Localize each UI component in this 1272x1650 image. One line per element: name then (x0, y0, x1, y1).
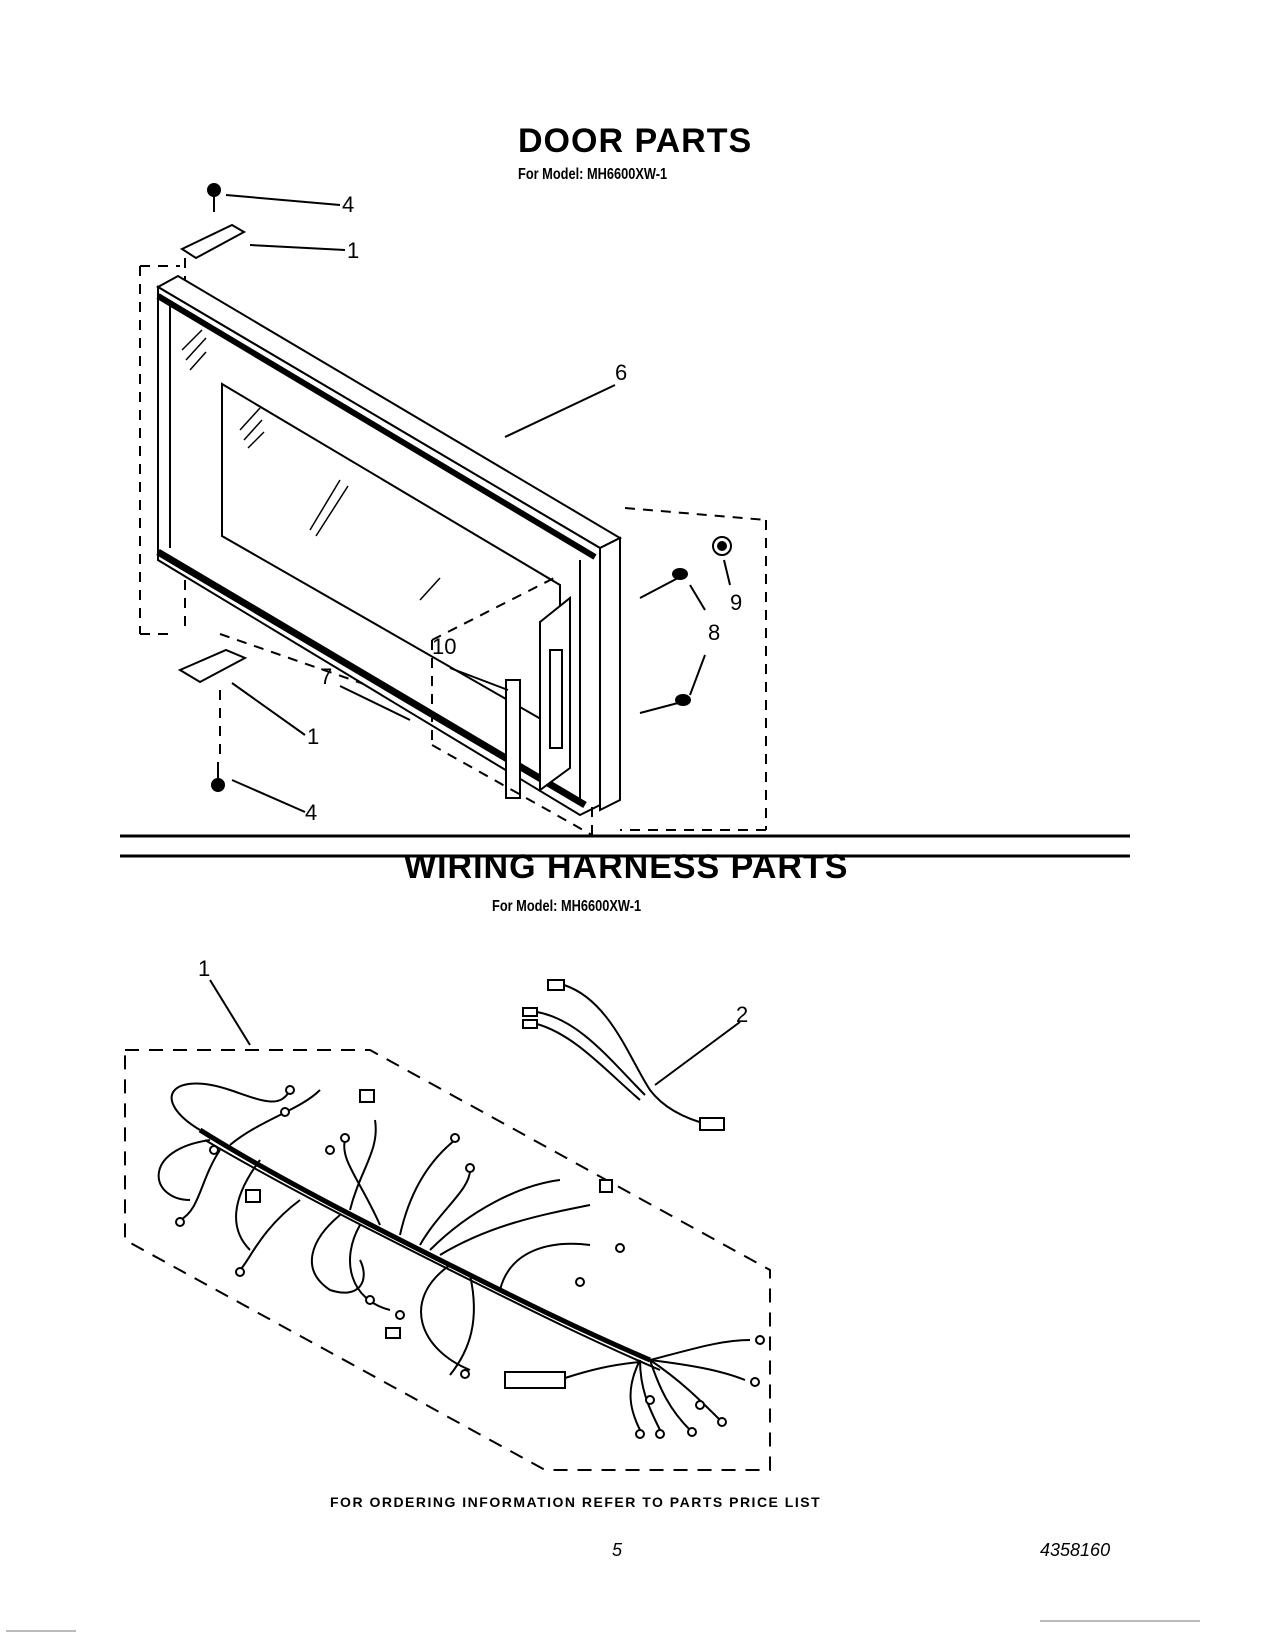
door-parts-model: For Model: MH6600XW-1 (518, 166, 668, 183)
wiring-harness-model: For Model: MH6600XW-1 (492, 898, 642, 915)
wiring-harness-title: WIRING HARNESS PARTS (404, 848, 849, 886)
ordering-info-note: FOR ORDERING INFORMATION REFER TO PARTS … (330, 1494, 822, 1510)
callout-1-top: 1 (347, 238, 360, 263)
part-number: 4358160 (1040, 1540, 1111, 1560)
wire-harness-small (522, 979, 725, 1131)
door-parts-title: DOOR PARTS (518, 122, 753, 160)
door-screw (675, 694, 691, 706)
handle-insert (505, 679, 521, 799)
callout-1-bottom: 1 (307, 724, 320, 749)
callout-7: 7 (320, 664, 333, 689)
callout-10: 10 (432, 634, 457, 659)
bottom-hinge (177, 648, 248, 684)
top-hinge-screw (207, 183, 221, 212)
wire-harness-main (157, 1082, 765, 1439)
door-screw (672, 568, 688, 580)
scan-artifact-right (1040, 1620, 1200, 1622)
callout-6: 6 (615, 360, 628, 385)
callout-9: 9 (730, 590, 743, 615)
callout-4-bottom: 4 (305, 800, 318, 825)
callout-harness-2: 2 (736, 1002, 749, 1027)
callout-4-top: 4 (342, 192, 355, 217)
page-number: 5 (612, 1540, 623, 1560)
bottom-hinge-screw (211, 762, 225, 792)
top-hinge (179, 223, 247, 260)
scan-artifact-left (6, 1630, 76, 1632)
callout-harness-1: 1 (198, 956, 211, 981)
callout-8: 8 (708, 620, 721, 645)
